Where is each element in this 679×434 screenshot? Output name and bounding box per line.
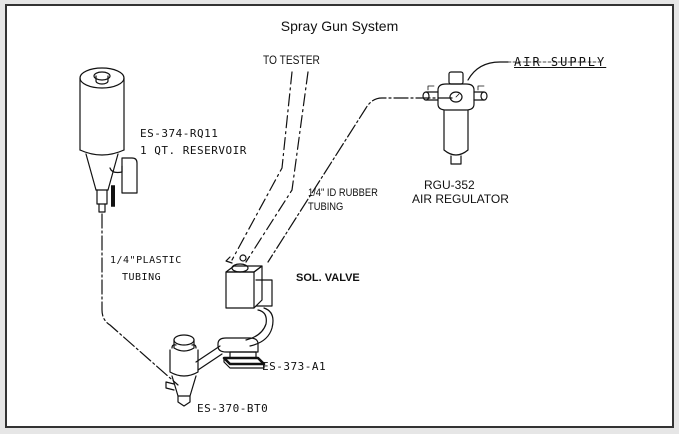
plastic-tubing-line xyxy=(101,213,179,386)
tester-line-2 xyxy=(245,71,309,263)
regulator-part-label: RGU-352 xyxy=(424,178,475,192)
valve-connector-tube xyxy=(245,307,274,347)
gun-connector-tube xyxy=(195,345,223,371)
adapter-part-label: ES-373-A1 xyxy=(262,360,327,373)
reservoir-desc-label: 1 QT. RESERVOIR xyxy=(140,144,247,157)
diagram-frame xyxy=(5,4,674,428)
air-supply-line xyxy=(467,61,509,81)
reservoir-icon xyxy=(79,67,138,213)
plastic-tubing-label-line1: 1/4"PLASTIC xyxy=(110,255,182,266)
rubber-tubing-label-line2: TUBING xyxy=(308,201,344,213)
spray-gun-part-label: ES-370-BT0 xyxy=(197,402,269,415)
air-regulator-icon xyxy=(422,71,488,165)
rubber-tubing-label-line1: 1/4" ID RUBBER xyxy=(308,187,378,199)
tester-line-1 xyxy=(231,71,293,261)
diagram-title: Spray Gun System xyxy=(280,18,399,34)
adapter-icon xyxy=(217,337,266,369)
spray-gun-icon xyxy=(165,334,199,407)
reservoir-part-label: ES-374-RQ11 xyxy=(140,127,219,140)
regulator-desc-label: AIR REGULATOR xyxy=(412,192,509,206)
sol-valve-label: SOL. VALVE xyxy=(296,272,360,284)
solenoid-valve-icon xyxy=(225,254,273,309)
plastic-tubing-label-line2: TUBING xyxy=(122,272,162,283)
air-supply-label: AIR SUPPLY xyxy=(514,55,607,69)
rubber-tubing-line xyxy=(267,97,453,263)
to-tester-label: TO TESTER xyxy=(263,53,320,67)
